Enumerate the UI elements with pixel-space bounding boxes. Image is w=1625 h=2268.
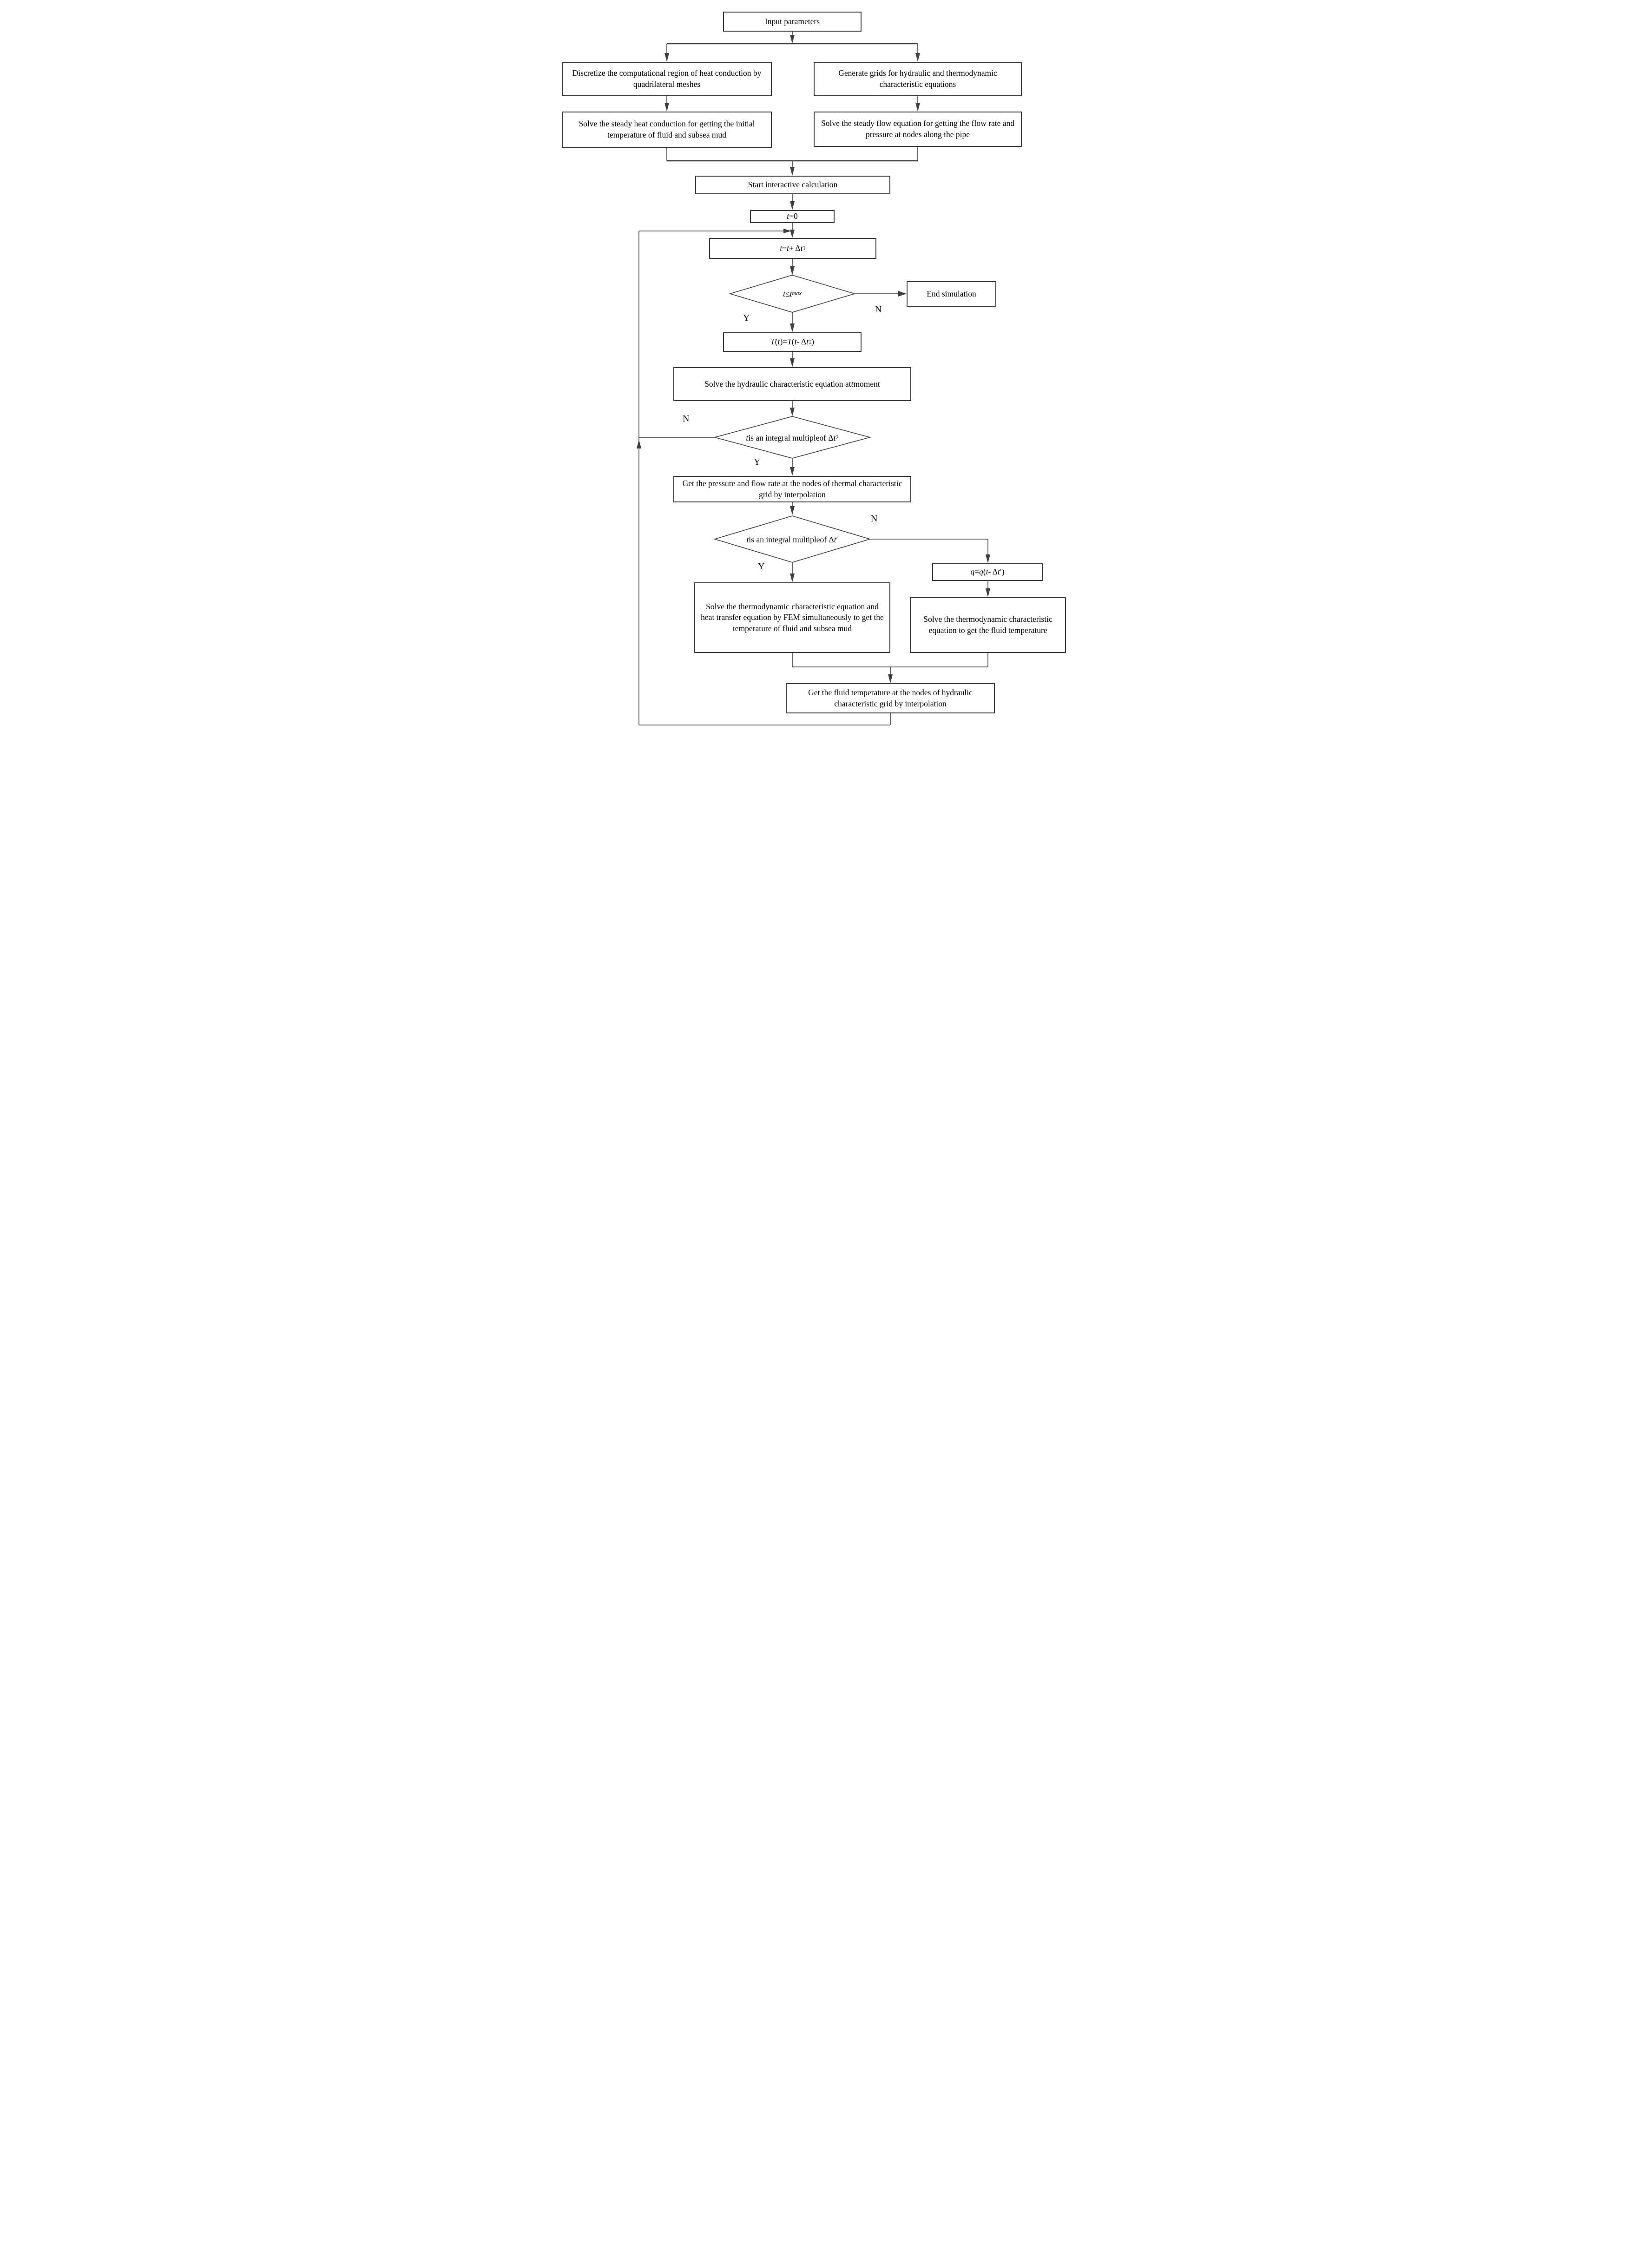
node-q-assign: q=q(t- Δ t′) [932,563,1043,581]
branch-label-tmax-no: N [875,304,882,315]
node-solve-fem: Solve the thermodynamic characteristic e… [694,582,890,653]
node-t-equals-zero: t=0 [750,210,835,223]
node-generate-grids: Generate grids for hydraulic and thermod… [814,62,1022,96]
edges [638,32,988,725]
node-input-parameters: Input parameters [723,12,862,32]
branch-label-dt2-no: N [683,414,690,424]
node-discretize-mesh: Discretize the computational region of h… [562,62,772,96]
branch-label-dtp-yes: Y [758,561,765,572]
node-start-calculation: Start interactive calculation [695,176,890,194]
branch-label-dtp-no: N [871,514,878,524]
node-solve-steady-flow: Solve the steady flow equation for getti… [814,112,1022,147]
node-end-simulation: End simulation [907,281,996,307]
node-solve-hydraulic: Solve the hydraulic characteristic equat… [673,367,911,401]
decision-dtprime-shape [713,515,871,563]
node-get-pressure-flowrate: Get the pressure and flow rate at the no… [673,476,911,502]
flowchart-canvas: Input parameters Discretize the computat… [551,0,1074,730]
decision-tmax-shape [729,275,856,313]
connector-layer [637,32,990,725]
decision-diamonds [713,275,872,563]
node-solve-thermodynamic: Solve the thermodynamic characteristic e… [910,597,1066,653]
node-get-fluid-temperature: Get the fluid temperature at the nodes o… [786,683,995,713]
node-solve-steady-heat: Solve the steady heat conduction for get… [562,112,772,148]
decision-dt2-shape [713,416,872,459]
arrowheads [637,35,990,683]
branch-label-tmax-yes: Y [743,313,750,323]
branch-label-dt2-yes: Y [754,457,761,467]
